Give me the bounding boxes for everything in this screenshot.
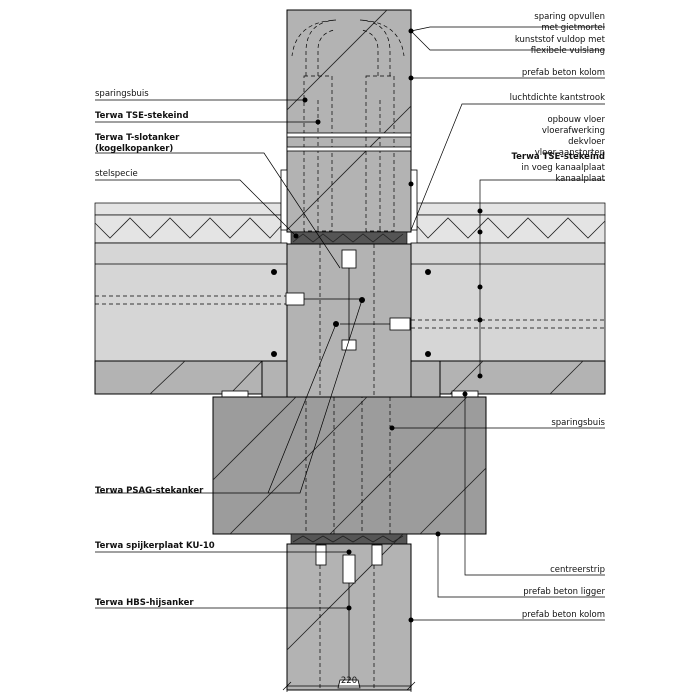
label-prefab-beton-kolom-bottom: prefab beton kolom — [522, 610, 605, 620]
label-sparing-opvullen-line-2: met gietmortel — [541, 23, 605, 33]
label-vloeropbouw-line-4: vloer aanstorten — [535, 148, 605, 158]
lower-column — [286, 534, 412, 691]
label-tse-stekeind-right: Terwa TSE-stekeind — [511, 152, 605, 162]
label-sparingsbuis-left: sparingsbuis — [95, 89, 149, 99]
leader-dots-left — [293, 97, 352, 611]
label-prefab-beton-ligger: prefab beton ligger — [523, 587, 605, 597]
label-sparing-opvullen-line-1: sparing opvullen — [534, 12, 605, 22]
label-in-voeg-kanaalplaat-line-1: in voeg kanaalplaat — [521, 163, 605, 173]
floor-slab-right — [410, 202, 606, 395]
label-t-slotanker-line-1: Terwa T-slotanker — [95, 133, 180, 143]
label-stelspecie: stelspecie — [95, 169, 138, 179]
label-tse-stekeind-left: Terwa TSE-stekeind — [95, 111, 189, 121]
column-node — [261, 243, 441, 398]
label-psag-stekanker: Terwa PSAG-stekanker — [95, 486, 204, 496]
leader-dots-right — [389, 28, 483, 623]
label-in-voeg-kanaalplaat-line-2: kanaalplaat — [555, 174, 605, 184]
label-hbs-hijsanker: Terwa HBS-hijsanker — [95, 598, 194, 608]
leaders-left — [95, 99, 363, 609]
label-prefab-beton-kolom-top: prefab beton kolom — [522, 68, 605, 78]
label-kunststof-vuldop-line-1: kunststof vuldop met — [515, 35, 606, 45]
label-centreerstrip: centreerstrip — [550, 565, 605, 575]
label-sparingsbuis-right: sparingsbuis — [551, 418, 605, 428]
label-vloeropbouw-line-3: dekvloer — [568, 137, 605, 147]
label-spijkerplaat: Terwa spijkerplaat KU-10 — [95, 541, 215, 551]
kantstrook-left — [280, 169, 288, 231]
upper-column — [286, 9, 412, 233]
floor-slab-left — [94, 202, 288, 395]
prefab-beam — [212, 396, 487, 535]
dimension-value: 220 — [341, 676, 357, 686]
label-luchtdichte-kantstrook: luchtdichte kantstrook — [510, 93, 605, 103]
label-vloeropbouw-line-1: opbouw vloer — [547, 115, 605, 125]
label-vloeropbouw-line-2: vloerafwerking — [542, 126, 605, 136]
label-kunststof-vuldop-line-2: flexibele vulslang — [531, 46, 605, 56]
kantstrook-right — [410, 169, 418, 231]
dimension-line: 220 — [282, 676, 416, 692]
label-t-slotanker-line-2: (kogelkopanker) — [95, 144, 173, 154]
leaders-right — [392, 26, 605, 621]
centreerstrip-left — [221, 390, 249, 398]
